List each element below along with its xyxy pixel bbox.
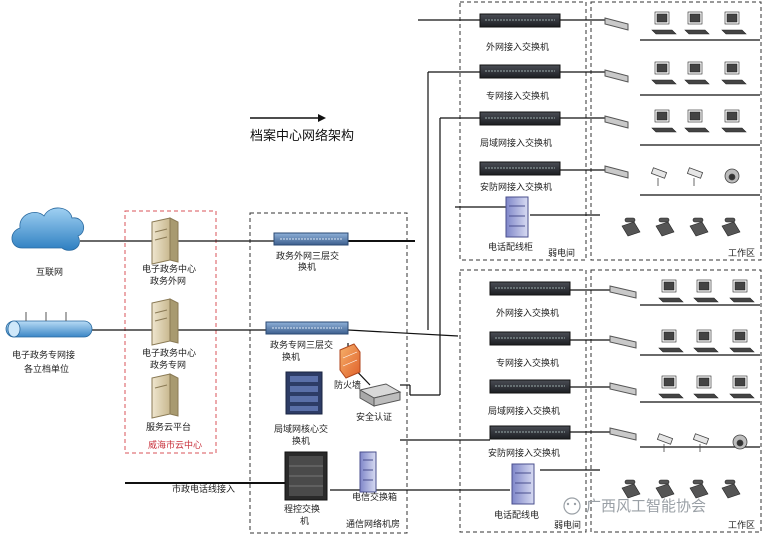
bottom-switch-security: 安防网接入交换机: [488, 425, 571, 459]
watermark-text: 广西风工智能协会: [586, 497, 706, 515]
top-switch-private: 专网接入交换机: [479, 64, 561, 102]
bottom-switch-outer: 外网接入交换机: [489, 281, 571, 319]
server-cloud-platform: 服务云平台: [146, 373, 191, 433]
egov-private-label: 电子政务专网接: [12, 349, 75, 361]
bottom-work-label: 工作区: [728, 519, 755, 531]
top-switch-outer: 外网接入交换机: [479, 13, 561, 53]
server-private-label-1: 电子政务中心: [142, 347, 196, 359]
title-text: 档案中心网络架构: [250, 128, 354, 144]
private-l3-label-2: 换机: [282, 351, 300, 363]
outer-l3-label-2: 换机: [298, 261, 316, 273]
telecom-exchange-box: 电信交换箱: [352, 451, 397, 503]
pbx-label-2: 机: [300, 515, 309, 527]
top-room-box: [459, 1, 587, 261]
city-phone-label: 市政电话线接入: [172, 483, 235, 495]
watermark: 广西风工智能协会: [563, 497, 706, 515]
server-outer-label-1: 电子政务中心: [142, 263, 196, 275]
bottom-phone-cabinet: 电话配线电: [494, 463, 539, 521]
bottom-switch-outer-label: 外网接入交换机: [496, 307, 559, 319]
firewall-label: 防火墙: [334, 379, 361, 391]
connection-lines: [80, 19, 760, 491]
top-switch-lan: 局域网接入交换机: [479, 111, 561, 149]
pbx-label-1: 程控交换: [284, 503, 320, 515]
lan-core-switch: 局域网核心交 换机: [274, 371, 328, 447]
private-l3-label-1: 政务专网三层交: [270, 339, 333, 351]
server-egov-private: 电子政务中心 政务专网: [142, 298, 196, 371]
top-work-box: [590, 1, 762, 261]
bottom-switch-private-label: 专网接入交换机: [496, 357, 559, 369]
camera-icons: [650, 167, 748, 452]
egov-private-pipe: 电子政务专网接 各立档单位: [5, 312, 93, 375]
egov-private-label-2: 各立档单位: [24, 363, 69, 375]
lan-core-label-2: 换机: [292, 435, 310, 447]
bottom-room-label: 弱电间: [554, 519, 581, 531]
bottom-switch-private: 专网接入交换机: [489, 331, 571, 369]
cloud-center-box: [124, 210, 217, 454]
outer-l3-switch: 政务外网三层交 换机: [273, 232, 349, 273]
security-label: 安全认证: [356, 411, 392, 423]
top-switch-security: 安防网接入交换机: [479, 161, 561, 193]
server-cloud-label: 服务云平台: [146, 421, 191, 433]
firewall: 防火墙: [334, 343, 361, 391]
server-private-label-2: 政务专网: [150, 359, 186, 371]
top-switch-private-label: 专网接入交换机: [486, 90, 549, 102]
lan-core-label-1: 局域网核心交: [274, 423, 328, 435]
telephone-icons: [621, 217, 741, 499]
pbx-cabinet: 程控交换 机: [284, 451, 328, 527]
bottom-phone-cabinet-label: 电话配线电: [494, 509, 539, 521]
computer-icons: [651, 11, 755, 399]
server-outer-label-2: 政务外网: [150, 275, 186, 287]
cloud-center-label: 威海市云中心: [148, 439, 202, 451]
bottom-switch-lan: 局域网接入交换机: [488, 379, 571, 417]
hub-icons: [604, 17, 637, 441]
security-auth-device: 安全认证: [356, 383, 402, 423]
top-switch-security-label: 安防网接入交换机: [480, 181, 552, 193]
internet-label: 互联网: [36, 267, 63, 278]
outer-l3-label-1: 政务外网三层交: [276, 250, 339, 262]
top-phone-cabinet-label: 电话配线柜: [488, 241, 533, 253]
telecom-ex-label: 电信交换箱: [352, 491, 397, 503]
internet-cloud: 互联网: [11, 207, 85, 278]
comm-room-label: 通信网络机房: [346, 518, 400, 530]
server-egov-outer: 电子政务中心 政务外网: [142, 217, 196, 287]
top-room-label: 弱电间: [548, 247, 575, 259]
bottom-switch-lan-label: 局域网接入交换机: [488, 405, 560, 417]
top-switch-outer-label: 外网接入交换机: [486, 41, 549, 53]
diagram-title: 档案中心网络架构: [250, 114, 354, 144]
core-box: [249, 212, 408, 534]
bottom-work-box: [590, 269, 762, 533]
top-work-label: 工作区: [728, 247, 755, 259]
private-l3-switch: 政务专网三层交 换机: [265, 321, 349, 363]
top-switch-lan-label: 局域网接入交换机: [480, 137, 552, 149]
bottom-switch-security-label: 安防网接入交换机: [488, 447, 560, 459]
top-phone-cabinet: 电话配线柜: [488, 196, 533, 253]
bottom-room-box: [459, 269, 587, 533]
